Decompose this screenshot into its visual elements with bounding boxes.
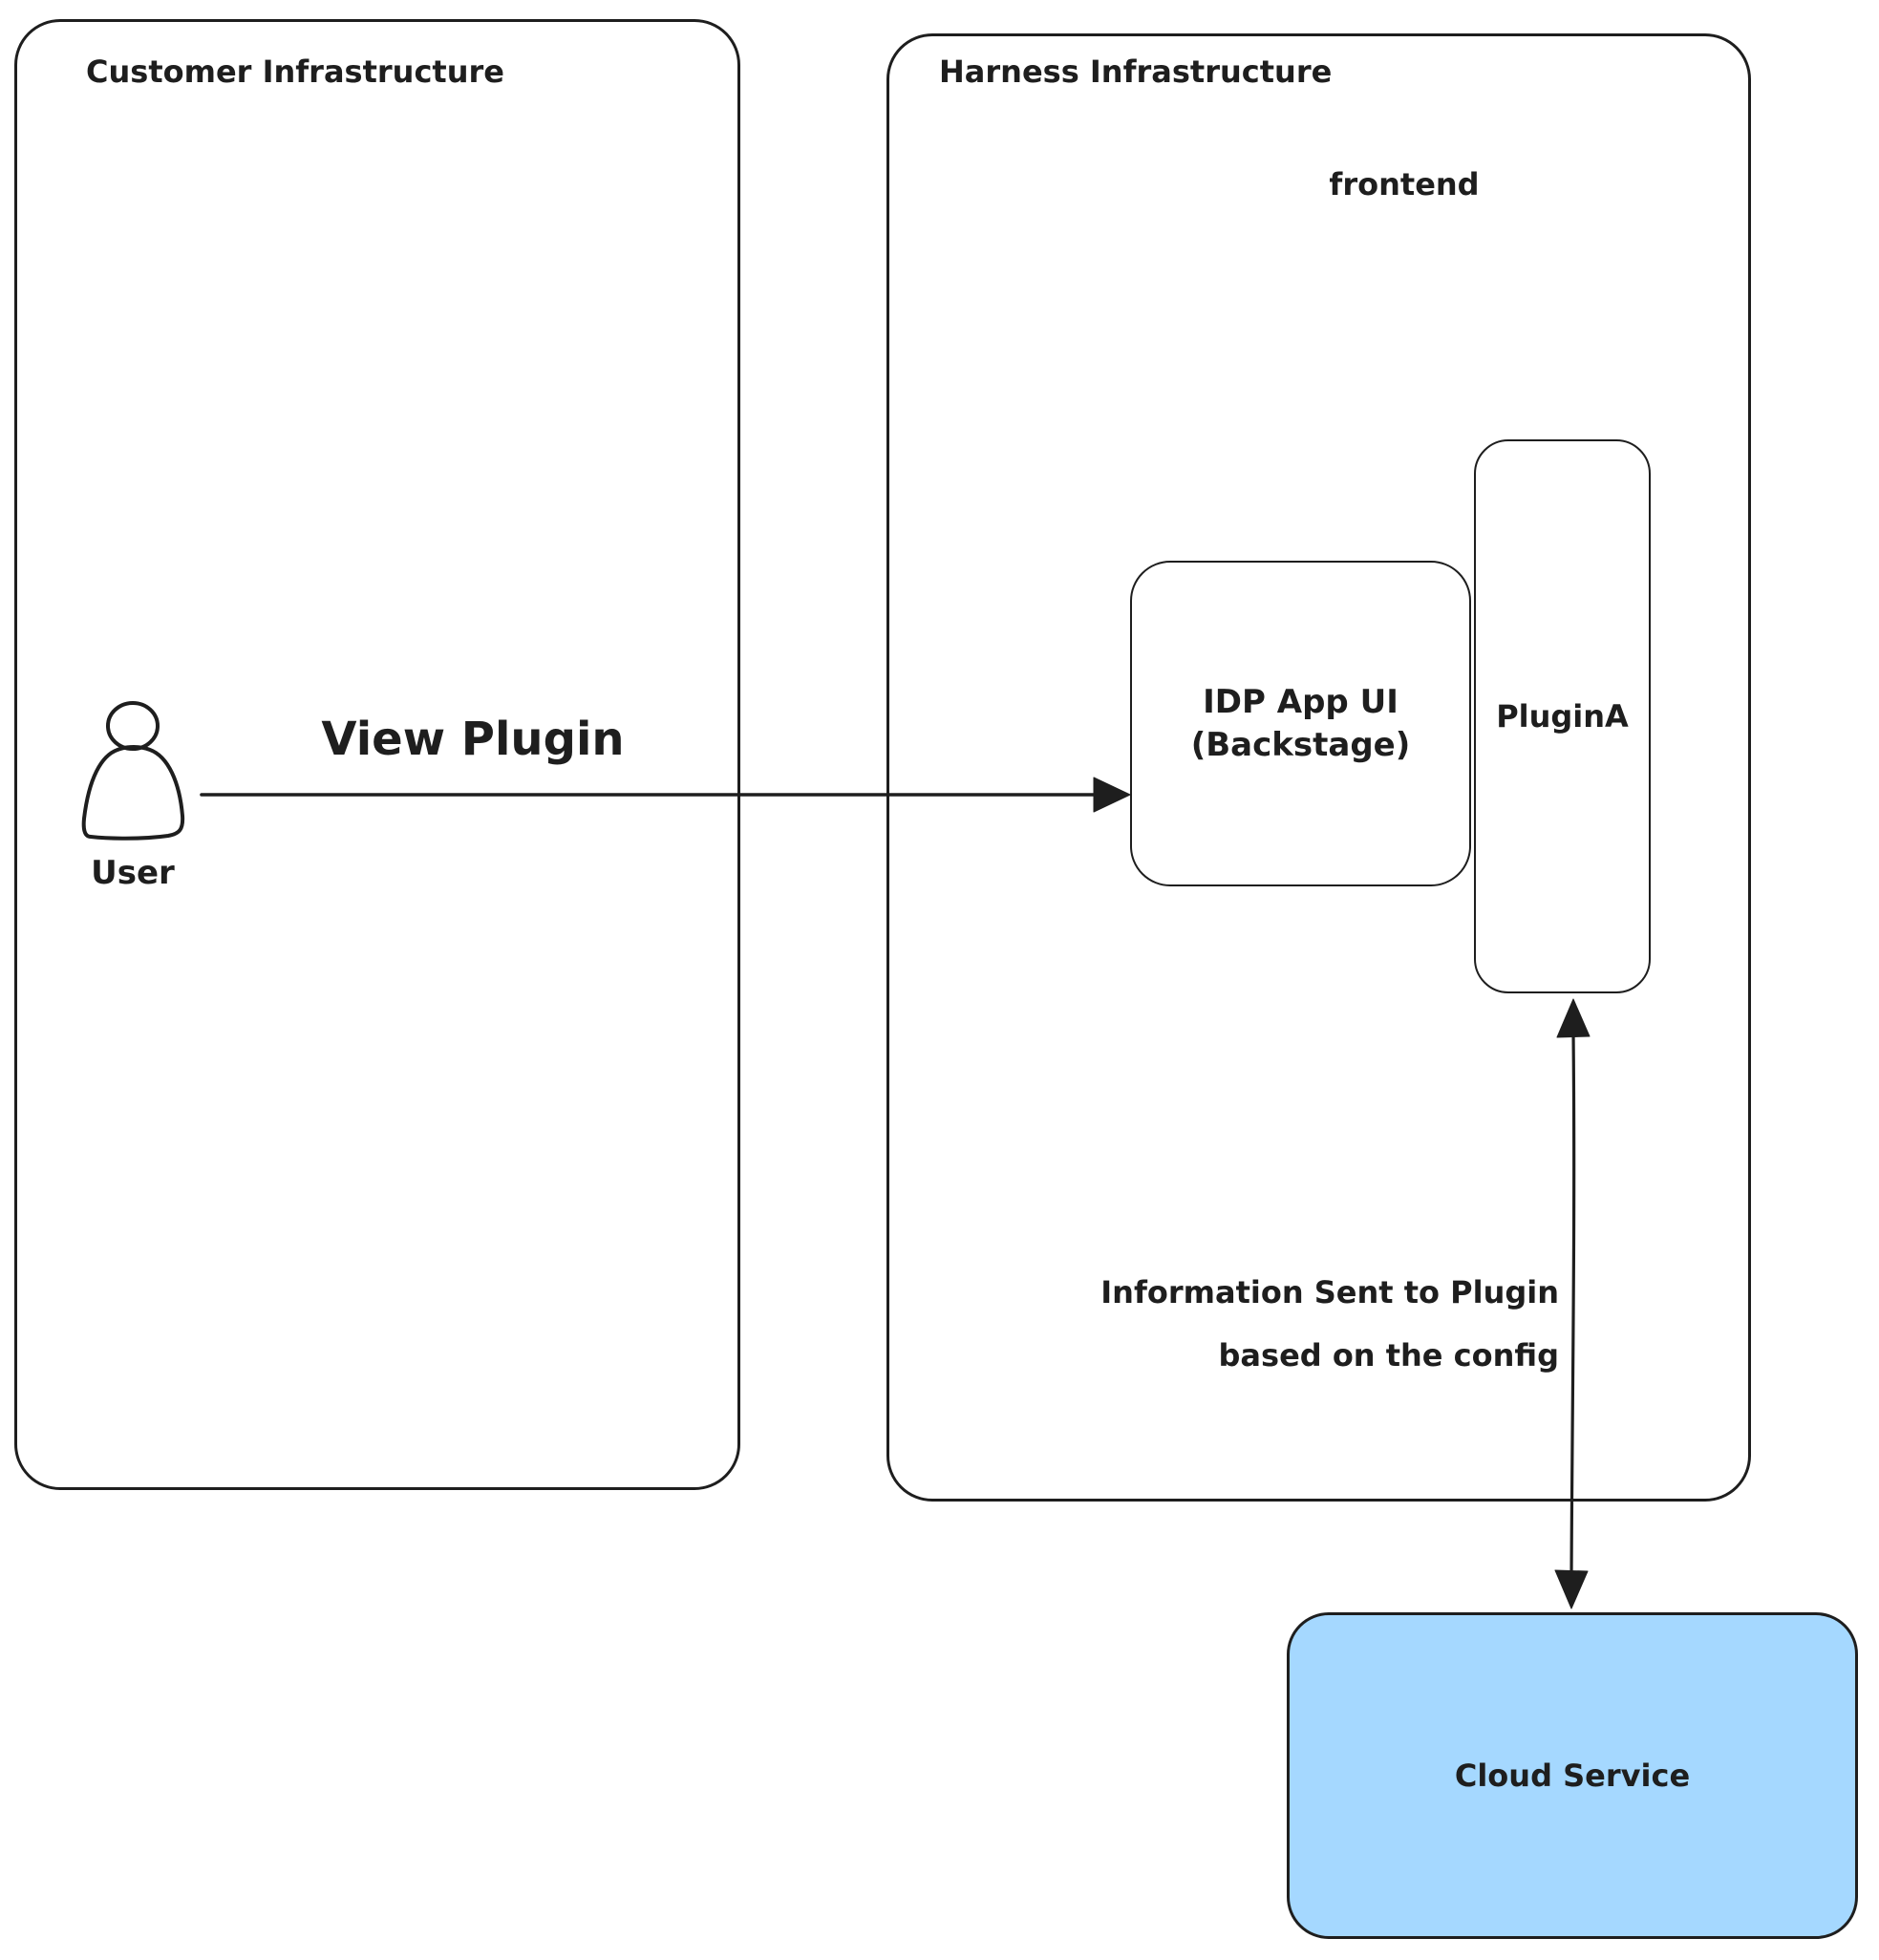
harness-infrastructure-box: [886, 33, 1751, 1502]
cloud-service-label: Cloud Service: [1454, 1758, 1691, 1794]
idp-app-ui-label-line2: (Backstage): [1190, 725, 1411, 764]
plugin-a-node: PluginA: [1474, 439, 1651, 993]
view-plugin-arrow-label: View Plugin: [321, 713, 625, 766]
info-arrow-label-line2: based on the config: [1218, 1337, 1559, 1374]
plugin-a-label: PluginA: [1496, 698, 1629, 735]
cloud-service-node: Cloud Service: [1287, 1612, 1858, 1939]
harness-infrastructure-title: Harness Infrastructure: [939, 53, 1333, 90]
user-label: User: [91, 854, 175, 892]
info-arrow-label-line1: Information Sent to Plugin: [1100, 1274, 1559, 1310]
idp-app-ui-label-line1: IDP App UI: [1203, 682, 1399, 721]
customer-infrastructure-box: [14, 19, 740, 1490]
frontend-label: frontend: [1329, 166, 1480, 202]
customer-infrastructure-title: Customer Infrastructure: [86, 53, 504, 90]
idp-app-ui-label: IDP App UI (Backstage): [1191, 681, 1411, 767]
idp-app-ui-node: IDP App UI (Backstage): [1130, 561, 1471, 886]
info-arrow-label: Information Sent to Plugin based on the …: [986, 1261, 1559, 1387]
